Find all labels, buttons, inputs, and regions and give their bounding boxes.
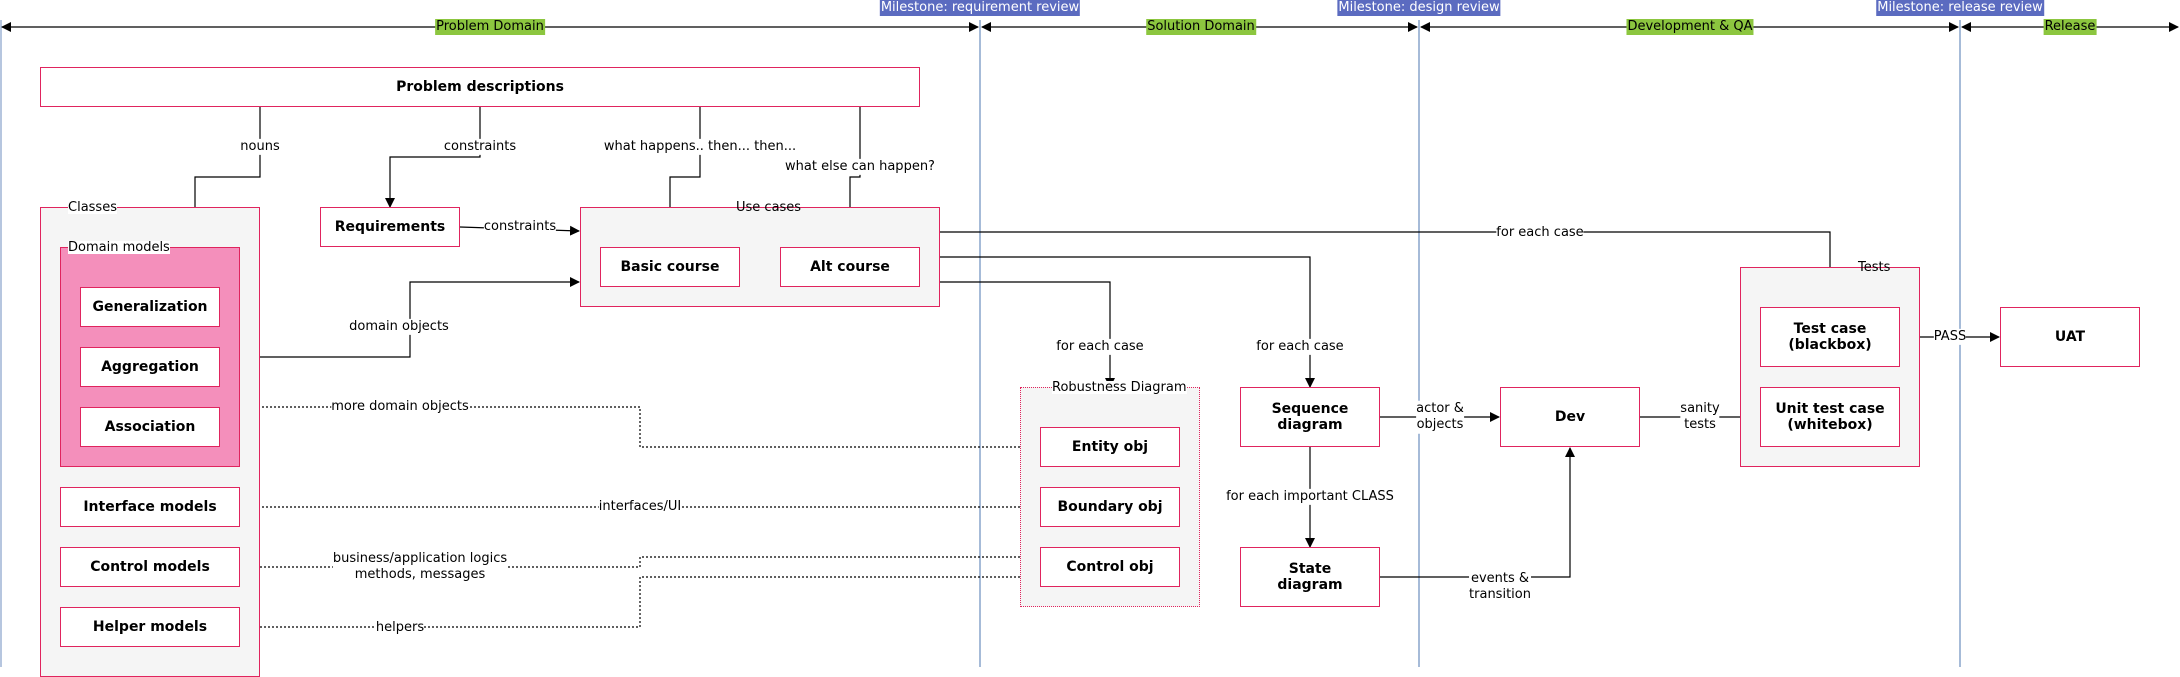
node-generalization[interactable]: Generalization xyxy=(80,287,220,327)
group-domain-models-label: Domain models xyxy=(68,240,170,255)
edge-label-constraints-2: constraints xyxy=(483,218,557,236)
node-problem-descriptions[interactable]: Problem descriptions xyxy=(40,67,920,107)
group-use-cases-label: Use cases xyxy=(736,200,802,215)
edge-label-sanity-tests: sanity tests xyxy=(1680,400,1720,434)
edge-more-domain-objects xyxy=(240,402,1040,448)
edge-label-for-each-case-robust: for each case xyxy=(1056,338,1144,356)
node-state-diagram[interactable]: State diagram xyxy=(1240,547,1380,607)
edge-for-each-case-robust xyxy=(940,281,1115,388)
edge-label-for-each-important-class: for each important CLASS xyxy=(1226,488,1394,506)
group-robustness-diagram-label: Robustness Diagram xyxy=(1052,380,1187,395)
milestone-design-review: Milestone: design review xyxy=(1337,0,1501,16)
edge-events-transition xyxy=(1380,447,1575,578)
edge-label-for-each-case-seq: for each case xyxy=(1256,338,1344,356)
node-unit-test-case-whitebox[interactable]: Unit test case (whitebox) xyxy=(1760,387,1900,447)
edge-label-pass: PASS xyxy=(1933,328,1967,346)
phase-release: Release xyxy=(2043,19,2097,35)
node-helper-models[interactable]: Helper models xyxy=(60,607,240,647)
edge-label-domain-objects: domain objects xyxy=(349,318,449,336)
edge-helpers xyxy=(240,576,1040,632)
node-association[interactable]: Association xyxy=(80,407,220,447)
node-interface-models[interactable]: Interface models xyxy=(60,487,240,527)
node-test-case-blackbox[interactable]: Test case (blackbox) xyxy=(1760,307,1900,367)
edge-label-more-domain-objects: more domain objects xyxy=(331,398,469,416)
edge-constraints-1 xyxy=(385,107,481,208)
edge-label-nouns: nouns xyxy=(240,138,280,156)
milestone-release-review: Milestone: release review xyxy=(1876,0,2044,16)
node-dev[interactable]: Dev xyxy=(1500,387,1640,447)
edge-label-helpers: helpers xyxy=(375,619,425,637)
node-requirements[interactable]: Requirements xyxy=(320,207,460,247)
phase-development-qa: Development & QA xyxy=(1626,19,1754,35)
edge-label-events-transition: events & transition xyxy=(1469,570,1531,604)
milestone-requirement-review: Milestone: requirement review xyxy=(879,0,1081,16)
group-classes-label: Classes xyxy=(68,200,117,215)
phase-problem-domain: Problem Domain xyxy=(435,19,545,35)
node-sequence-diagram[interactable]: Sequence diagram xyxy=(1240,387,1380,447)
edge-label-what-happens: what happens.. then... then... xyxy=(603,138,797,156)
edge-for-each-case-seq xyxy=(940,256,1315,388)
edge-label-interfaces-ui: interfaces/UI xyxy=(598,498,682,516)
node-alt-course[interactable]: Alt course xyxy=(780,247,920,287)
phase-solution-domain: Solution Domain xyxy=(1146,19,1256,35)
edge-for-each-case-tests xyxy=(940,231,1835,308)
node-basic-course[interactable]: Basic course xyxy=(600,247,740,287)
node-boundary-obj[interactable]: Boundary obj xyxy=(1040,487,1180,527)
edge-label-constraints-1: constraints xyxy=(443,138,517,156)
node-uat[interactable]: UAT xyxy=(2000,307,2140,367)
node-control-models[interactable]: Control models xyxy=(60,547,240,587)
node-entity-obj[interactable]: Entity obj xyxy=(1040,427,1180,467)
edge-label-business-logic: business/application logics methods, mes… xyxy=(332,550,508,584)
edge-label-actor-objects: actor & objects xyxy=(1416,400,1464,434)
node-aggregation[interactable]: Aggregation xyxy=(80,347,220,387)
node-control-obj[interactable]: Control obj xyxy=(1040,547,1180,587)
group-tests-label: Tests xyxy=(1858,260,1891,275)
edge-label-for-each-case-tests: for each case xyxy=(1496,224,1584,242)
edge-label-what-else: what else can happen? xyxy=(785,158,935,176)
